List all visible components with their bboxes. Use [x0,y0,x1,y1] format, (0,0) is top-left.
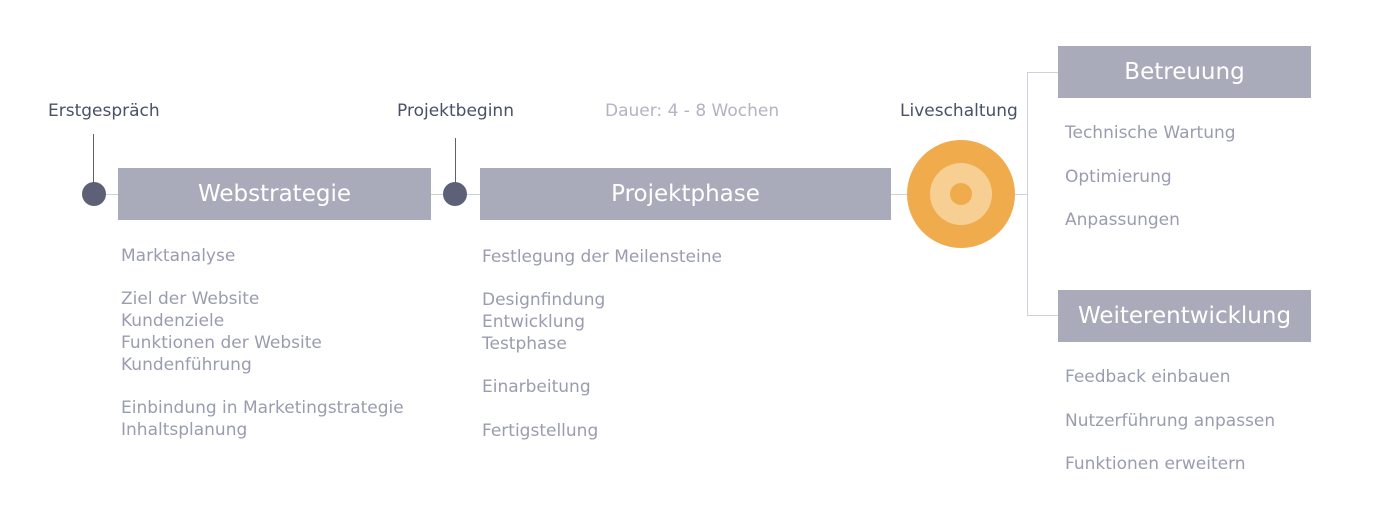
list-item: Entwicklung [482,312,586,333]
milestone-dot-erstgespraech [82,182,106,206]
list-item: Testphase [482,333,567,354]
list-gap [121,268,404,290]
live-target-icon [907,140,1015,248]
duration-label: Dauer: 4 - 8 Wochen [605,101,780,121]
list-item: Ziel der Website [121,289,260,310]
list-item: Funktionen der Website [121,332,322,353]
branch-connector-top [1027,72,1058,73]
branch-bracket [1027,72,1028,315]
timeline-connector [891,194,909,195]
list-item: Funktionen erweitern [1065,454,1246,474]
phase-title: Webstrategie [197,181,351,207]
list-item: Technische Wartung [1065,123,1236,143]
phase-box-projektphase: Projektphase [480,168,891,220]
list-item: Festlegung der Meilensteine [482,247,722,267]
list-item: Inhaltsplanung [121,419,248,440]
list-item: Kundenziele [121,311,225,332]
phase-box-webstrategie: Webstrategie [118,168,431,220]
list-gap [482,356,722,378]
timeline-connector [1013,194,1028,195]
branch-connector-bottom [1027,315,1058,316]
list-gap [121,376,404,398]
phase-box-weiterentwicklung: Weiterentwicklung [1058,290,1311,342]
list-item: Marktanalyse [121,246,236,266]
list-gap [482,399,722,421]
phase-title: Betreuung [1124,59,1245,85]
timeline-connector [94,194,118,195]
list-item: Einarbeitung [482,377,591,398]
list-item: Kundenführung [121,354,252,375]
milestone-label-projektbeginn: Projektbeginn [397,101,514,121]
list-item: Designfindung [482,290,606,311]
phase-title: Weiterentwicklung [1077,303,1292,329]
milestone-label-liveschaltung: Liveschaltung [900,101,1018,121]
phase-title: Projektphase [611,181,760,207]
milestone-label-erstgespraech: Erstgespräch [48,101,160,121]
list-item: Anpassungen [1065,210,1180,230]
milestone-stem [93,134,94,184]
list-item: Optimierung [1065,166,1172,187]
list-item: Fertigstellung [482,420,599,441]
milestone-stem [455,138,456,184]
milestone-dot-projektbeginn [443,182,467,206]
list-item: Nutzerführung anpassen [1065,410,1276,431]
list-item: Einbindung in Marketingstrategie [121,397,404,418]
phase-box-betreuung: Betreuung [1058,46,1311,98]
list-gap [482,269,722,291]
list-item: Feedback einbauen [1065,367,1231,387]
